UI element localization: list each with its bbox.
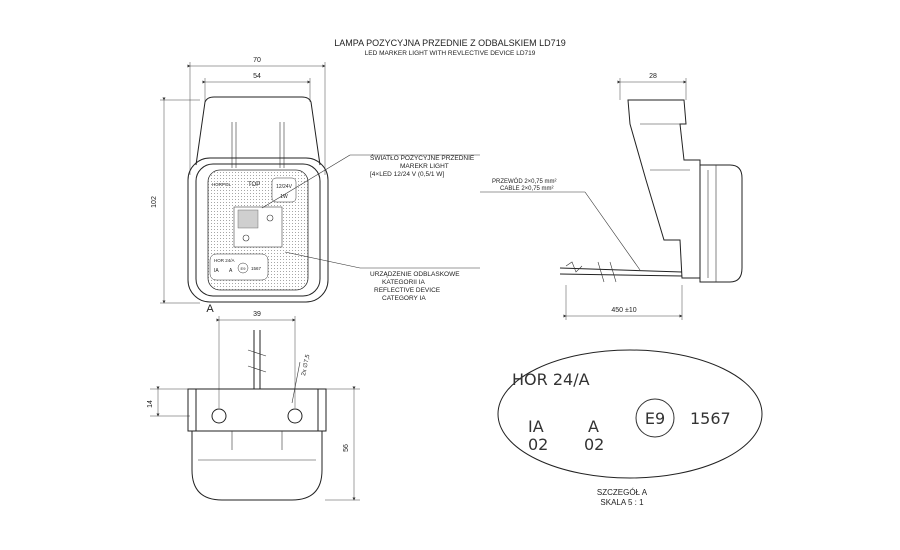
mount-hole-left xyxy=(211,408,227,424)
callout-reflective-line1: URZĄDZENIE ODBLASKOWE xyxy=(370,271,460,278)
lens-e-mark: E9 xyxy=(241,266,247,271)
bottom-view: 39 14 56 2x ∅7,5 xyxy=(147,311,360,501)
lens-power: 1W xyxy=(280,194,288,200)
callout-marker-light: ŚWIATŁO POZYCYJNE PRZEDNIE MAREKR LIGHT … xyxy=(261,153,480,209)
callout-marker-line3: [4×LED 12/24 V (0,5/1 W] xyxy=(370,171,444,178)
hole-label: 2x ∅7,5 xyxy=(300,353,311,376)
view-label-a: A xyxy=(206,303,214,315)
front-view: 70 54 102 HORPOL TOP 12/24V 1W HOR 24/A xyxy=(151,57,329,315)
detail-caption: SZCZEGÓŁ A xyxy=(597,488,648,497)
callout-reflective-line4: CATEGORY IA xyxy=(382,295,426,302)
callout-reflective-line2: KATEGORII IA xyxy=(382,279,426,286)
dim-bottom-height: 56 xyxy=(343,444,350,452)
detail-e-mark: E9 xyxy=(645,409,665,428)
callout-cable-line2: CABLE 2×0,75 mm² xyxy=(500,186,554,192)
lens-hor: HOR 24/A xyxy=(214,258,235,263)
callout-reflective: URZĄDZENIE ODBLASKOWE KATEGORII IA REFLE… xyxy=(284,251,480,302)
dim-width-outer: 70 xyxy=(253,57,261,64)
callout-cable-line1: PRZEWÓD 2×0,75 mm² xyxy=(492,178,557,185)
detail-a-num: 02 xyxy=(584,435,604,454)
mount-hole-right xyxy=(287,408,303,424)
dim-holes: 39 xyxy=(253,311,261,318)
drawing-title: LAMPA POZYCYJNA PRZEDNIE Z ODBALSKIEM LD… xyxy=(334,38,565,48)
dim-hole-offset: 14 xyxy=(147,400,154,408)
detail-hor: HOR 24/A xyxy=(512,370,590,389)
detail-scale: SKALA 5 : 1 xyxy=(600,498,644,507)
detail-ia-num: 02 xyxy=(528,435,548,454)
drawing-subtitle: LED MARKER LIGHT WITH REVLECTIVE DEVICE … xyxy=(365,50,536,57)
dim-cable: 450 ±10 xyxy=(611,307,636,314)
callout-reflective-line3: REFLECTIVE DEVICE xyxy=(374,287,441,294)
lens-brand: HORPOL xyxy=(212,182,232,187)
detail-ia: IA xyxy=(528,417,544,436)
detail-a: A xyxy=(588,417,599,436)
lens-top: TOP xyxy=(248,182,260,188)
dim-depth: 28 xyxy=(649,73,657,80)
e-mark-circle xyxy=(635,398,675,438)
dim-width-inner: 54 xyxy=(253,73,261,80)
callout-marker-line1: ŚWIATŁO POZYCYJNE PRZEDNIE xyxy=(370,153,475,162)
lens-voltage: 12/24V xyxy=(276,184,293,190)
lens-approval: 1567 xyxy=(251,266,262,271)
lens-a: A xyxy=(229,268,233,274)
detail-approval: 1567 xyxy=(690,409,731,428)
lens-ia: IA xyxy=(214,268,219,274)
side-view: 28 PRZEWÓD 2×0,75 mm² CABLE 2×0,75 mm² 4… xyxy=(480,73,743,320)
callout-marker-line2: MAREKR LIGHT xyxy=(400,163,449,170)
detail-a: HOR 24/A IA 02 A 02 E9 1567 SZCZEGÓŁ A S… xyxy=(497,349,763,507)
dim-height: 102 xyxy=(151,196,158,208)
